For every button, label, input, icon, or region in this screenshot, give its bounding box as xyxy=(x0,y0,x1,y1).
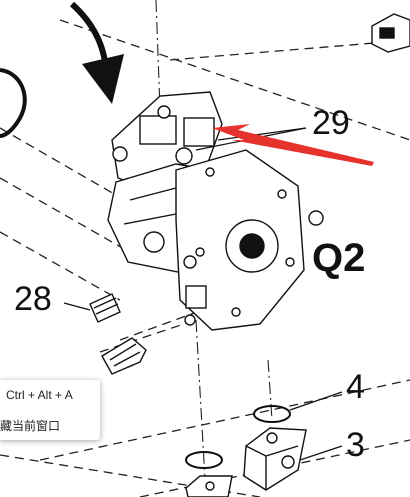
connector-corner xyxy=(371,13,410,53)
tooltip-action: 藏当前窗口 xyxy=(0,419,61,433)
block-lower xyxy=(185,475,233,497)
fitting xyxy=(101,337,147,375)
block-3 xyxy=(243,427,307,491)
red-pointer-arrow xyxy=(212,124,374,166)
plug-28 xyxy=(63,293,121,323)
callout-q2: Q2 xyxy=(312,236,366,280)
callout-29: 29 xyxy=(312,104,350,142)
leader-lines xyxy=(195,127,343,461)
center-lines xyxy=(155,0,273,497)
callout-3: 3 xyxy=(346,426,365,464)
tooltip-shortcut: Ctrl + Alt + A xyxy=(6,388,73,402)
rotation-arrow xyxy=(69,1,124,104)
pump-assembly xyxy=(107,91,324,331)
callout-28: 28 xyxy=(14,280,52,318)
callout-4: 4 xyxy=(346,368,365,406)
o-ring-left xyxy=(0,68,27,138)
shortcut-tooltip: Ctrl + Alt + A 藏当前窗口 xyxy=(0,380,100,440)
o-rings xyxy=(185,405,291,469)
